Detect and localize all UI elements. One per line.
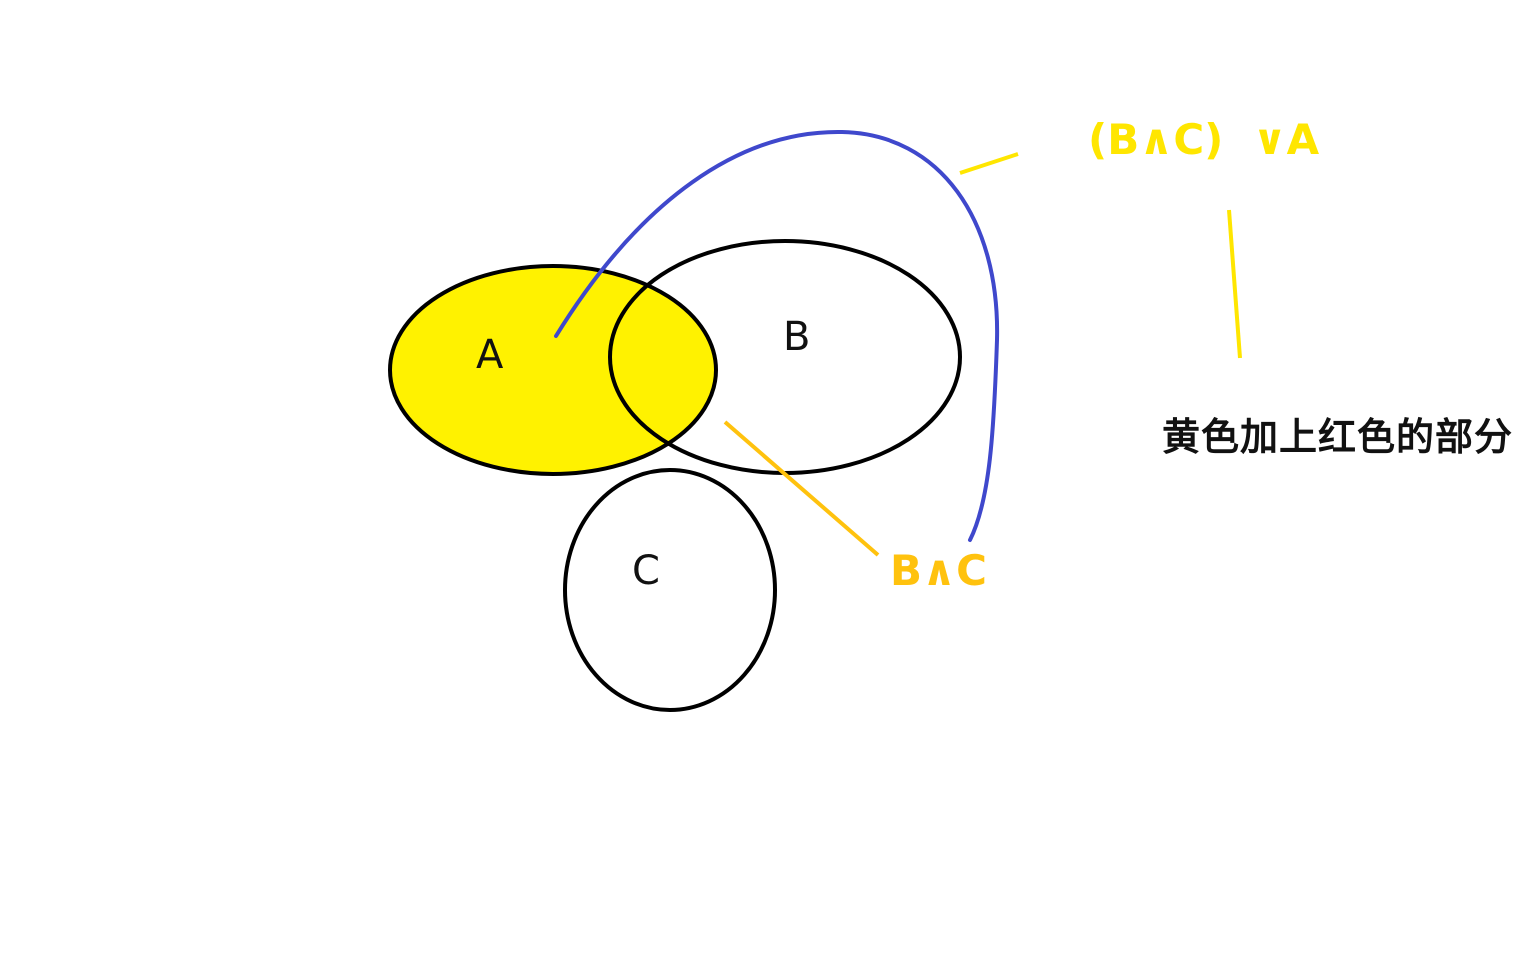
set-b-label: B — [783, 314, 810, 360]
set-a-outline — [388, 264, 718, 476]
intersection-pointer — [723, 420, 880, 557]
union-expression: (B∧C) ∨A — [1088, 115, 1320, 164]
set-c-label: C — [632, 548, 660, 594]
note-text: 黄色加上红色的部分 — [1162, 415, 1514, 459]
set-c-outline — [563, 468, 777, 712]
union-connector — [959, 152, 1019, 175]
union-curve — [554, 129, 1000, 542]
intersection-expression: B∧C — [890, 546, 987, 595]
set-a-label: A — [476, 332, 504, 378]
set-a-fill — [390, 266, 716, 474]
note-connector — [1227, 209, 1242, 359]
